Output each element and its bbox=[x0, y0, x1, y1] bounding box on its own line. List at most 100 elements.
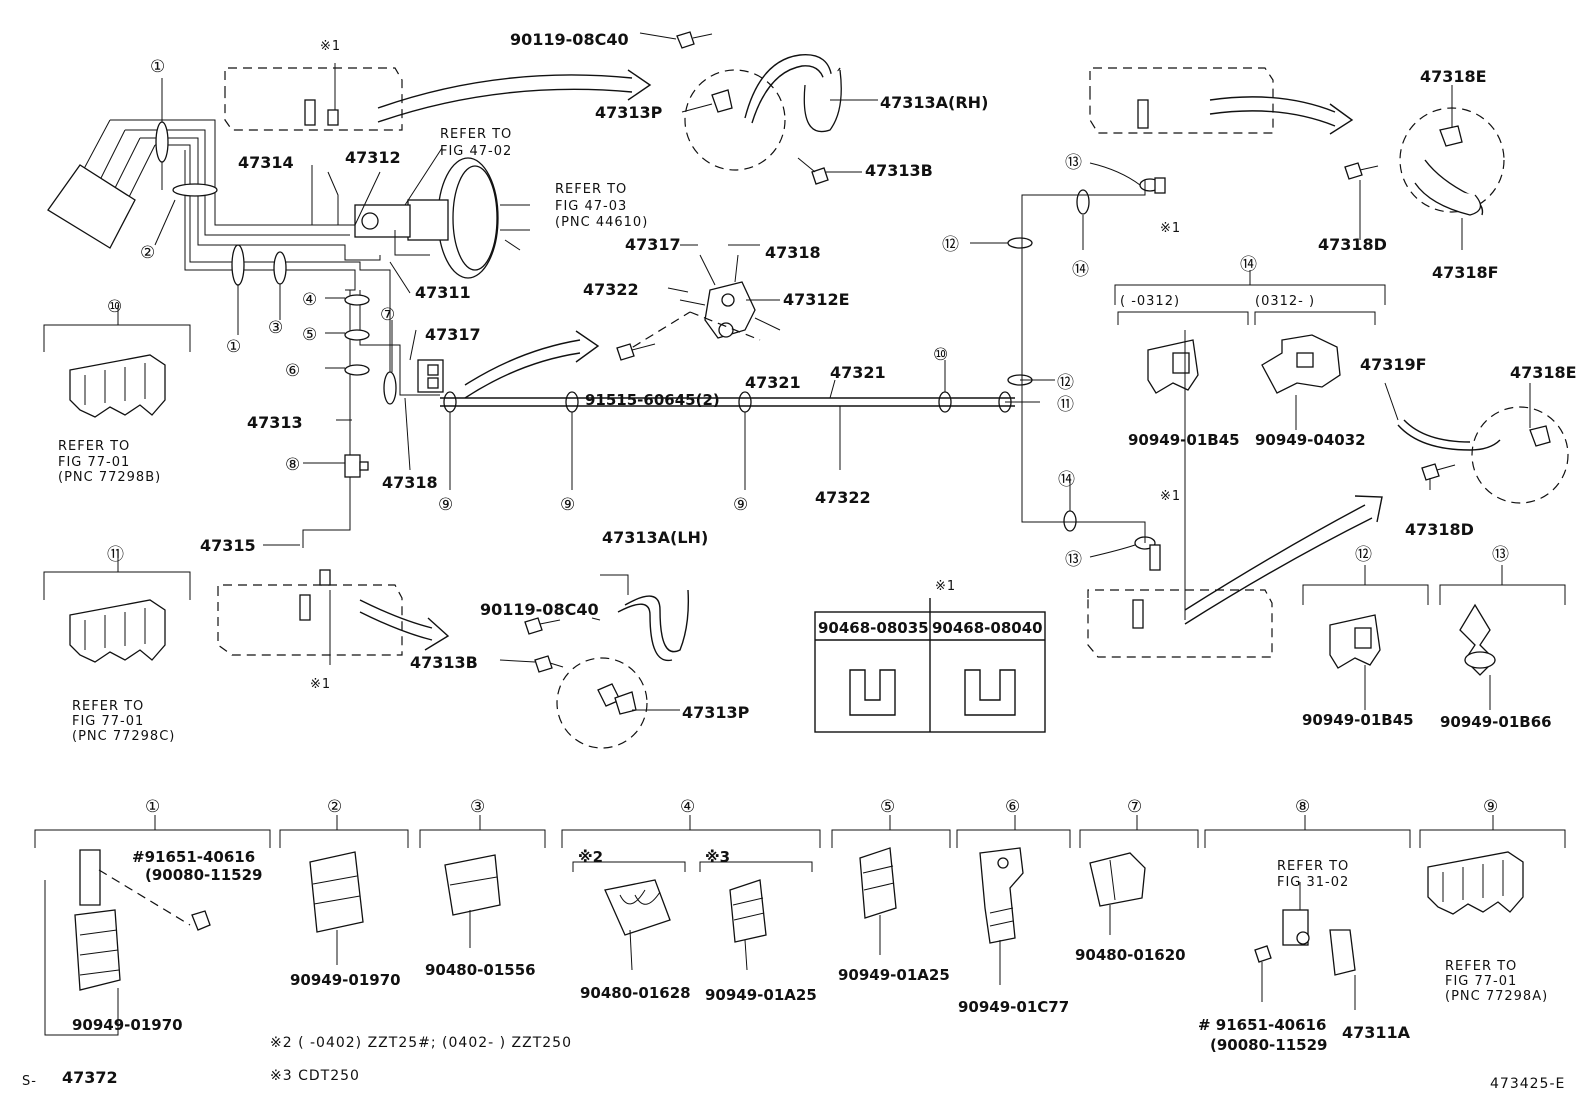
refer-fig-31-02-line2: FIG 31-02 bbox=[1277, 875, 1349, 890]
callout-10: ⑩ bbox=[933, 345, 948, 365]
clip-9 bbox=[1427, 851, 1524, 915]
label-90949-01a25-a: 90949-01A25 bbox=[705, 986, 817, 1004]
refer-fig-47-03-line2: FIG 47-03 bbox=[555, 199, 627, 214]
flow-arrows bbox=[359, 69, 1383, 651]
refer-fig-77-01c-line3: (PNC 77298C) bbox=[72, 729, 175, 744]
callout-2-detail: ② bbox=[327, 797, 342, 817]
callout-13-a: ⑬ bbox=[1065, 153, 1082, 173]
junction-block-nub bbox=[359, 461, 369, 471]
label-47313p-top: 47313P bbox=[595, 103, 663, 122]
callout-14-a: ⑭ bbox=[1072, 260, 1089, 280]
label-90480-01628: 90480-01628 bbox=[580, 984, 691, 1002]
detail-box-top-right bbox=[1089, 67, 1274, 134]
callout-1-left: ① bbox=[226, 337, 241, 357]
label-47318d-bottom: 47318D bbox=[1405, 520, 1474, 539]
label-90949-01b45-a: 90949-01B45 bbox=[1128, 431, 1240, 449]
callout-9-b: ⑨ bbox=[560, 495, 575, 515]
refer-fig-77-01b-line1: REFER TO bbox=[58, 439, 130, 454]
washer-table bbox=[814, 598, 1046, 733]
label-90949-01970-b: 90949-01970 bbox=[290, 971, 401, 989]
detail-box-parts bbox=[299, 99, 1166, 629]
callout-9-a: ⑨ bbox=[438, 495, 453, 515]
table-header-90468-08040: 90468-08040 bbox=[932, 619, 1043, 637]
callout-8-detail: ⑧ bbox=[1295, 797, 1310, 817]
callout-4-detail: ④ bbox=[680, 797, 695, 817]
refer-fig-47-02-line2: FIG 47-02 bbox=[440, 144, 512, 159]
label-47372: 47372 bbox=[62, 1068, 118, 1087]
label-47322-b: 47322 bbox=[815, 488, 871, 507]
label-90949-01c77: 90949-01C77 bbox=[958, 998, 1069, 1016]
refer-fig-47-02-line1: REFER TO bbox=[440, 127, 512, 142]
footnote-3: ※3 CDT250 bbox=[270, 1068, 360, 1084]
label-47313a-lh: 47313A(LH) bbox=[602, 528, 708, 547]
callout-8: ⑧ bbox=[285, 455, 300, 475]
callout-11-detail: ⑪ bbox=[107, 545, 124, 565]
callout-7: ⑦ bbox=[380, 305, 395, 325]
callout-3-detail: ③ bbox=[470, 797, 485, 817]
label-47318e-bottom: 47318E bbox=[1510, 363, 1577, 382]
refer-fig-77-01b-line3: (PNC 77298B) bbox=[58, 470, 161, 485]
mark-1-top-right: ※1 bbox=[1160, 221, 1181, 236]
mark-3: ※3 bbox=[705, 848, 730, 866]
label-47318f: 47318F bbox=[1432, 263, 1499, 282]
label-47321-b: 47321 bbox=[830, 363, 886, 382]
label-47311a: 47311A bbox=[1342, 1023, 1411, 1042]
clip-4a bbox=[604, 879, 671, 936]
callout-13-b: ⑬ bbox=[1065, 550, 1082, 570]
callout-5: ⑤ bbox=[302, 325, 317, 345]
label-47312e: 47312E bbox=[783, 290, 850, 309]
bottom-leader-lines bbox=[44, 330, 1491, 1036]
label-90949-01a25-b: 90949-01A25 bbox=[838, 966, 950, 984]
callout-9-c: ⑨ bbox=[733, 495, 748, 515]
label-47318d-top: 47318D bbox=[1318, 235, 1387, 254]
callout-12-b: ⑫ bbox=[1057, 373, 1074, 393]
callout-5-detail: ⑤ bbox=[880, 797, 895, 817]
detail-circle-rear-right-2 bbox=[1471, 406, 1569, 504]
rear-pipes bbox=[440, 180, 1146, 543]
clip-10 bbox=[69, 354, 166, 418]
refer-fig-77-01c-line2: FIG 77-01 bbox=[72, 714, 144, 729]
label-90119-08c40-bottom: 90119-08C40 bbox=[480, 600, 599, 619]
callout-1-detail: ① bbox=[145, 797, 160, 817]
label-90480-01620: 90480-01620 bbox=[1075, 946, 1186, 964]
callout-14-b: ⑭ bbox=[1058, 470, 1075, 490]
callout-12-a: ⑫ bbox=[942, 235, 959, 255]
label-47318e-top: 47318E bbox=[1420, 67, 1487, 86]
callout-4: ④ bbox=[302, 290, 317, 310]
clip-14b bbox=[1261, 334, 1341, 394]
label-90080-11529-b: (90080-11529 bbox=[1210, 1036, 1327, 1054]
clip-brackets bbox=[34, 270, 1566, 872]
label-47313p-bottom: 47313P bbox=[682, 703, 750, 722]
clip-12 bbox=[1329, 614, 1381, 669]
label-47313a-rh: 47313A(RH) bbox=[880, 93, 988, 112]
callout-6: ⑥ bbox=[285, 361, 300, 381]
mark-1-bottom-left: ※1 bbox=[310, 677, 331, 692]
clip-7 bbox=[1089, 852, 1146, 907]
label-47313b-bottom: 47313B bbox=[410, 653, 478, 672]
refer-fig-47-03-line1: REFER TO bbox=[555, 182, 627, 197]
detail-box-bottom-right bbox=[1087, 589, 1273, 658]
mark-1-bottom-right: ※1 bbox=[1160, 489, 1181, 504]
clip-3 bbox=[444, 854, 501, 916]
table-header-90468-08035: 90468-08035 bbox=[818, 619, 929, 637]
detail-circle-lh-hose bbox=[556, 657, 648, 749]
label-90480-01556: 90480-01556 bbox=[425, 961, 536, 979]
label-47317-b: 47317 bbox=[425, 325, 481, 344]
detail-circle-rh-hose bbox=[684, 69, 786, 171]
clip-11 bbox=[69, 599, 166, 663]
bolt-glyphs bbox=[524, 31, 1456, 673]
mark-1-table: ※1 bbox=[935, 579, 956, 594]
callout-6-detail: ⑥ bbox=[1005, 797, 1020, 817]
label-90949-04032: 90949-04032 bbox=[1255, 431, 1366, 449]
clip-1 bbox=[74, 849, 211, 991]
label-90080-11529-a: (90080-11529 bbox=[145, 866, 262, 884]
callout-7-detail: ⑦ bbox=[1127, 797, 1142, 817]
refer-fig-77-01c-line1: REFER TO bbox=[72, 699, 144, 714]
label-90949-01970-a: 90949-01970 bbox=[72, 1016, 183, 1034]
label-47315: 47315 bbox=[200, 536, 256, 555]
flex-hoses bbox=[597, 54, 1551, 715]
refer-fig-47-03-line3: (PNC 44610) bbox=[555, 215, 648, 230]
refer-fig-77-01a-line1: REFER TO bbox=[1445, 959, 1517, 974]
detail-box-bottom-left bbox=[217, 584, 403, 656]
label-47317-a: 47317 bbox=[625, 235, 681, 254]
